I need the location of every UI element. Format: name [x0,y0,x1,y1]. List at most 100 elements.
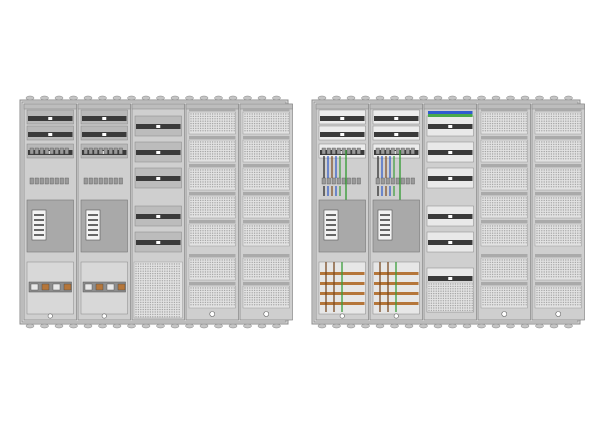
panel-hinge [189,108,236,111]
bottom-gland [405,324,413,328]
perforated-panel [535,224,582,246]
panel-hinge [189,254,236,257]
bottom-gland [244,324,252,328]
perforated-panel [481,168,528,190]
perforated-panel [535,140,582,162]
terminal [396,178,400,184]
bottom-gland [318,324,326,328]
terminal [89,178,93,184]
terminal [396,148,400,154]
meter-display-line [34,219,44,221]
bottom-gland [157,324,165,328]
terminal [347,148,351,154]
panel-hinge [243,192,290,195]
perforated-panel [243,286,290,308]
terminal [104,148,108,154]
bottom-gland [434,324,442,328]
bottom-gland [186,324,194,328]
switch-handle [31,284,38,290]
top-gland [70,96,78,100]
top-gland [171,96,179,100]
meter-display-line [88,234,98,236]
perforated-panel [535,196,582,218]
meter-display-line [88,229,98,231]
top-gland [84,96,92,100]
terminal [94,178,98,184]
terminal [391,148,395,154]
terminal [119,148,123,154]
top-gland [434,96,442,100]
bottom-gland [99,324,107,328]
top-gland [550,96,558,100]
meter-rail-notch [340,133,344,136]
left-cabinet [20,96,293,328]
perforated-panel [535,286,582,308]
perforated-panel [189,168,236,190]
top-gland [157,96,165,100]
switch-handle [85,284,92,290]
column-3 [424,104,477,320]
panel-hinge [535,282,582,285]
terminal [357,148,361,154]
meter-rail-notch [394,117,398,120]
perforated-panel [535,112,582,134]
terminal [104,178,108,184]
terminal [376,148,380,154]
panel-hinge [481,108,528,111]
terminal [381,178,385,184]
bottom-gland [565,324,573,328]
column-header [24,104,77,109]
meter-display-line [34,234,44,236]
bottom-gland [507,324,515,328]
bottom-gland [362,324,370,328]
terminal [99,148,103,154]
perforated-panel [243,224,290,246]
meter-rail-notch [48,133,52,136]
meter-rail-notch [394,133,398,136]
bottom-gland [84,324,92,328]
bottom-gland [521,324,529,328]
top-gland [200,96,208,100]
bottom-gland [229,324,237,328]
din-rail-notch [448,125,452,128]
terminal [342,178,346,184]
meter-display-line [88,214,98,216]
meter-rail-notch [340,117,344,120]
terminal [89,148,93,154]
perforated-panel [189,112,236,134]
terminal [40,148,44,154]
column-1 [316,104,369,320]
bottom-gland [536,324,544,328]
meter-display-line [326,234,336,236]
meter-rail-notch [48,117,52,120]
right-cabinet [312,96,585,328]
top-gland [318,96,326,100]
column-lock [102,314,106,318]
switch-handle [118,284,125,290]
bottom-gland [200,324,208,328]
bottom-gland [26,324,34,328]
perforated-panel [189,224,236,246]
terminal [391,178,395,184]
terminal [30,148,34,154]
panel-hinge [535,192,582,195]
column-header [424,104,477,109]
top-gland [391,96,399,100]
column-lock [48,314,52,318]
perforated-plate [427,282,474,312]
panel-hinge [481,136,528,139]
panel-hinge [535,164,582,167]
din-rail-notch [156,177,160,180]
panel-hinge [535,108,582,111]
terminal [332,178,336,184]
bottom-gland [420,324,428,328]
meter-display-line [88,219,98,221]
terminal [94,148,98,154]
din-rail-notch [156,125,160,128]
column-2 [78,104,131,320]
perforated-cover [134,262,183,318]
terminal [84,148,88,154]
column-lock [556,312,561,317]
